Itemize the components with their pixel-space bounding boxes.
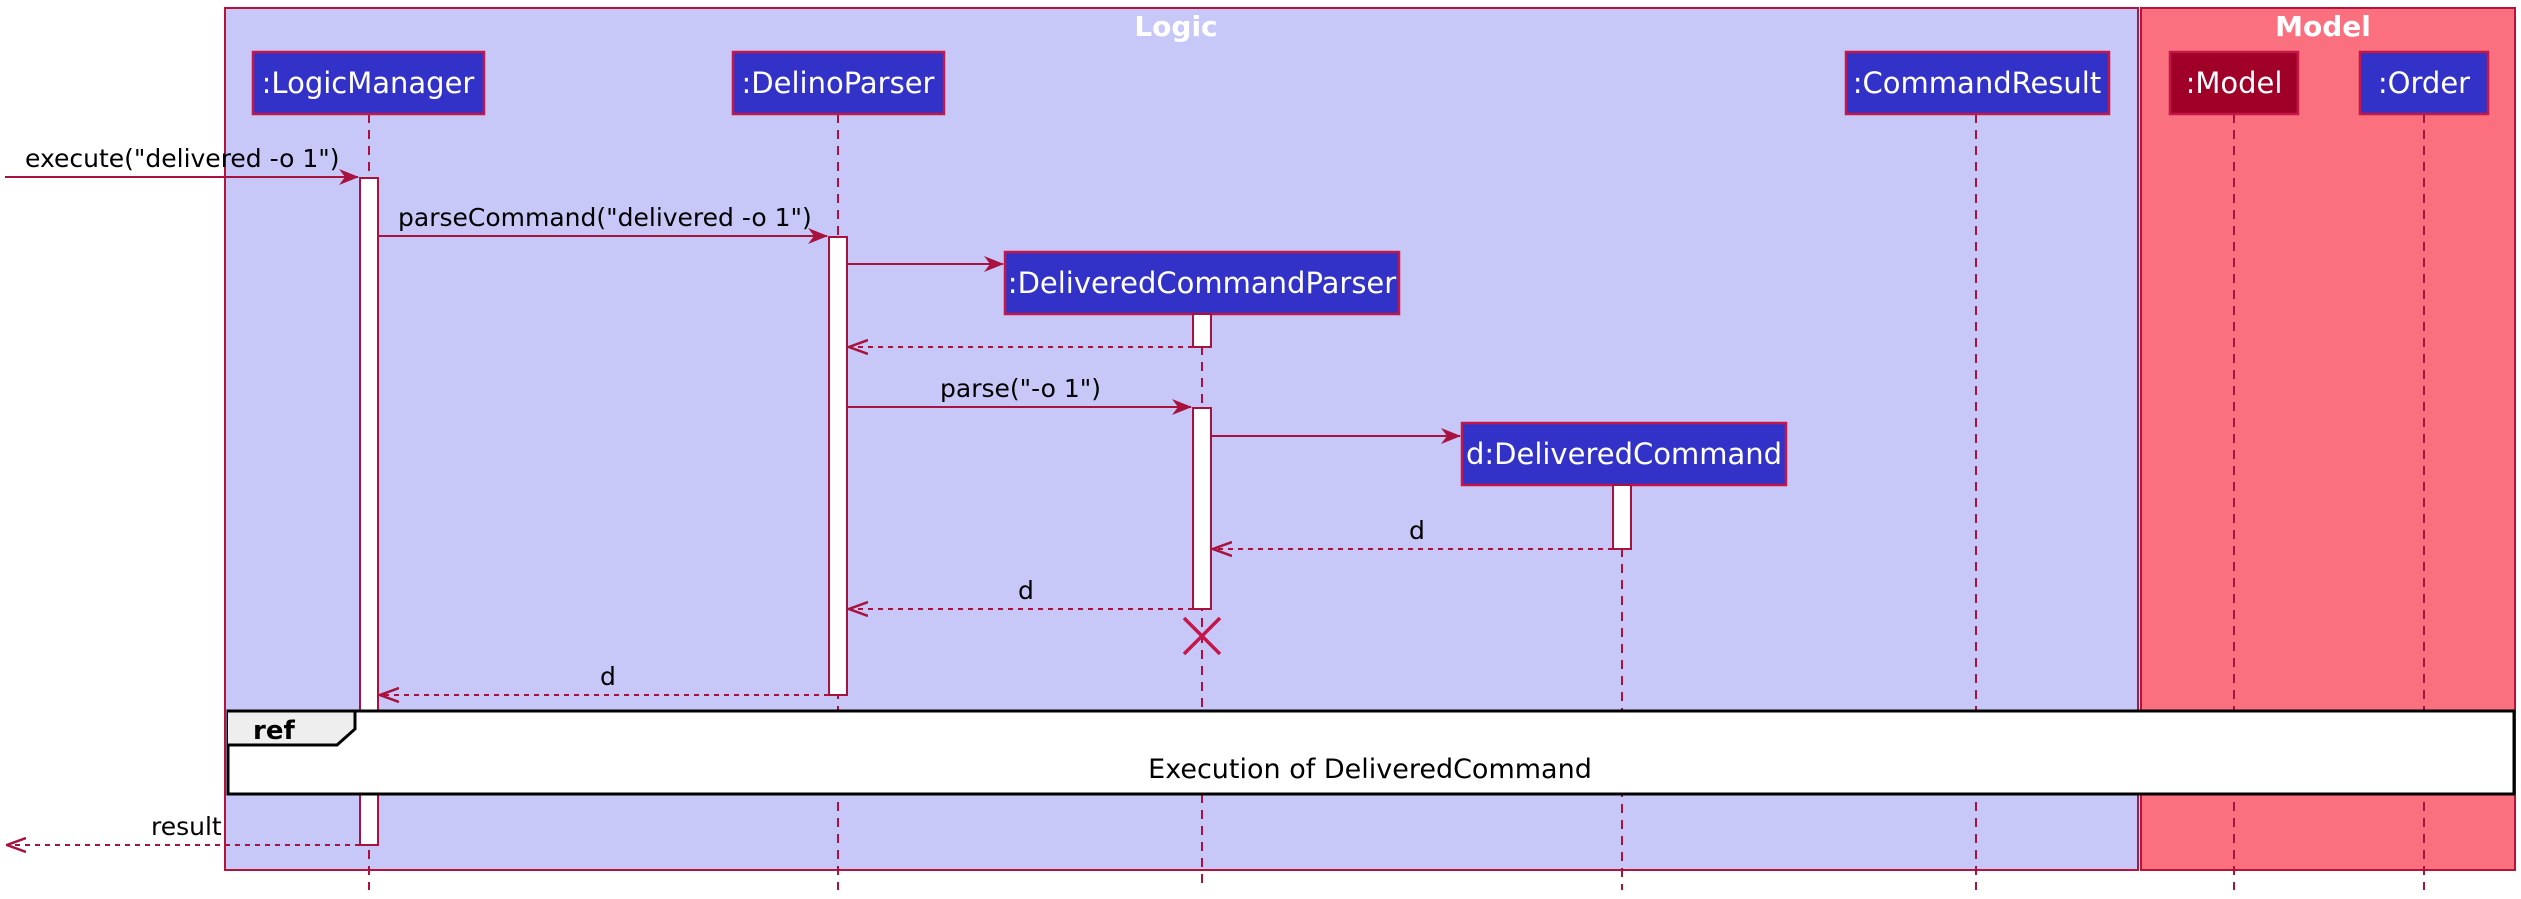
participant-logic-manager: :LogicManager xyxy=(251,50,486,116)
ref-text: Execution of DeliveredCommand xyxy=(1148,754,1592,785)
participant-delivered-command: d:DeliveredCommand xyxy=(1460,421,1788,487)
activation-delivered-command-parser-2 xyxy=(1192,407,1212,610)
participant-command-result-label: :CommandResult xyxy=(1853,66,2101,100)
participant-logic-manager-label: :LogicManager xyxy=(262,66,475,100)
activation-delivered-command xyxy=(1612,484,1632,550)
message-execute-label: execute("delivered -o 1") xyxy=(25,144,340,173)
participant-delivered-command-parser-label: :DeliveredCommandParser xyxy=(1008,266,1396,300)
participant-delino-parser-label: :DelinoParser xyxy=(742,66,935,100)
return-result-label: result xyxy=(151,812,222,841)
participant-order: :Order xyxy=(2358,50,2490,116)
activation-delino-parser xyxy=(828,236,848,696)
participant-delivered-command-parser: :DeliveredCommandParser xyxy=(1003,250,1401,316)
model-box-title: Model xyxy=(2275,10,2371,43)
destroy-marker xyxy=(1182,616,1222,656)
logic-box-title: Logic xyxy=(1134,10,1217,43)
message-parse-command-label: parseCommand("delivered -o 1") xyxy=(398,203,812,232)
return-d-command-label: d xyxy=(1409,516,1425,545)
activation-delivered-command-parser-1 xyxy=(1192,313,1212,348)
participant-order-label: :Order xyxy=(2378,66,2470,100)
ref-frame: ref Execution of DeliveredCommand xyxy=(226,709,2516,796)
participant-model-label: :Model xyxy=(2186,66,2283,100)
ref-tag: ref xyxy=(253,716,295,746)
participant-delino-parser: :DelinoParser xyxy=(731,50,946,116)
activation-logic-manager xyxy=(359,177,379,846)
return-d-logic-label: d xyxy=(600,662,616,691)
return-d-parser-label: d xyxy=(1018,576,1034,605)
participant-model: :Model xyxy=(2168,50,2300,116)
participant-delivered-command-label: d:DeliveredCommand xyxy=(1466,437,1782,471)
participant-command-result: :CommandResult xyxy=(1844,50,2111,116)
message-parse-label: parse("-o 1") xyxy=(940,374,1101,403)
